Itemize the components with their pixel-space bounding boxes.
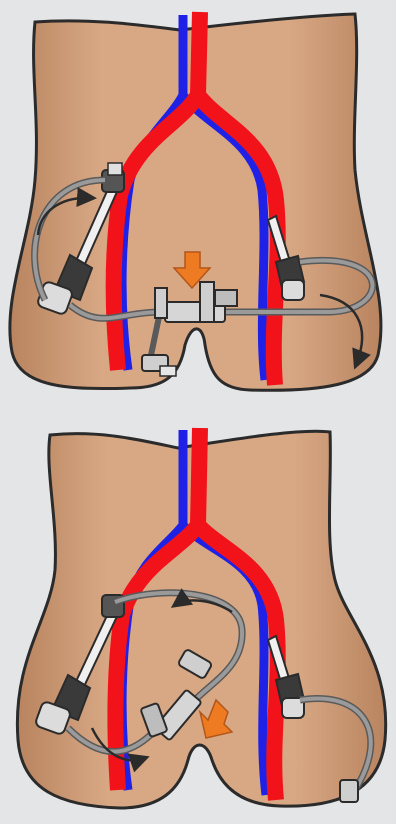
bottom-panel	[17, 428, 385, 808]
top-panel	[10, 12, 381, 390]
